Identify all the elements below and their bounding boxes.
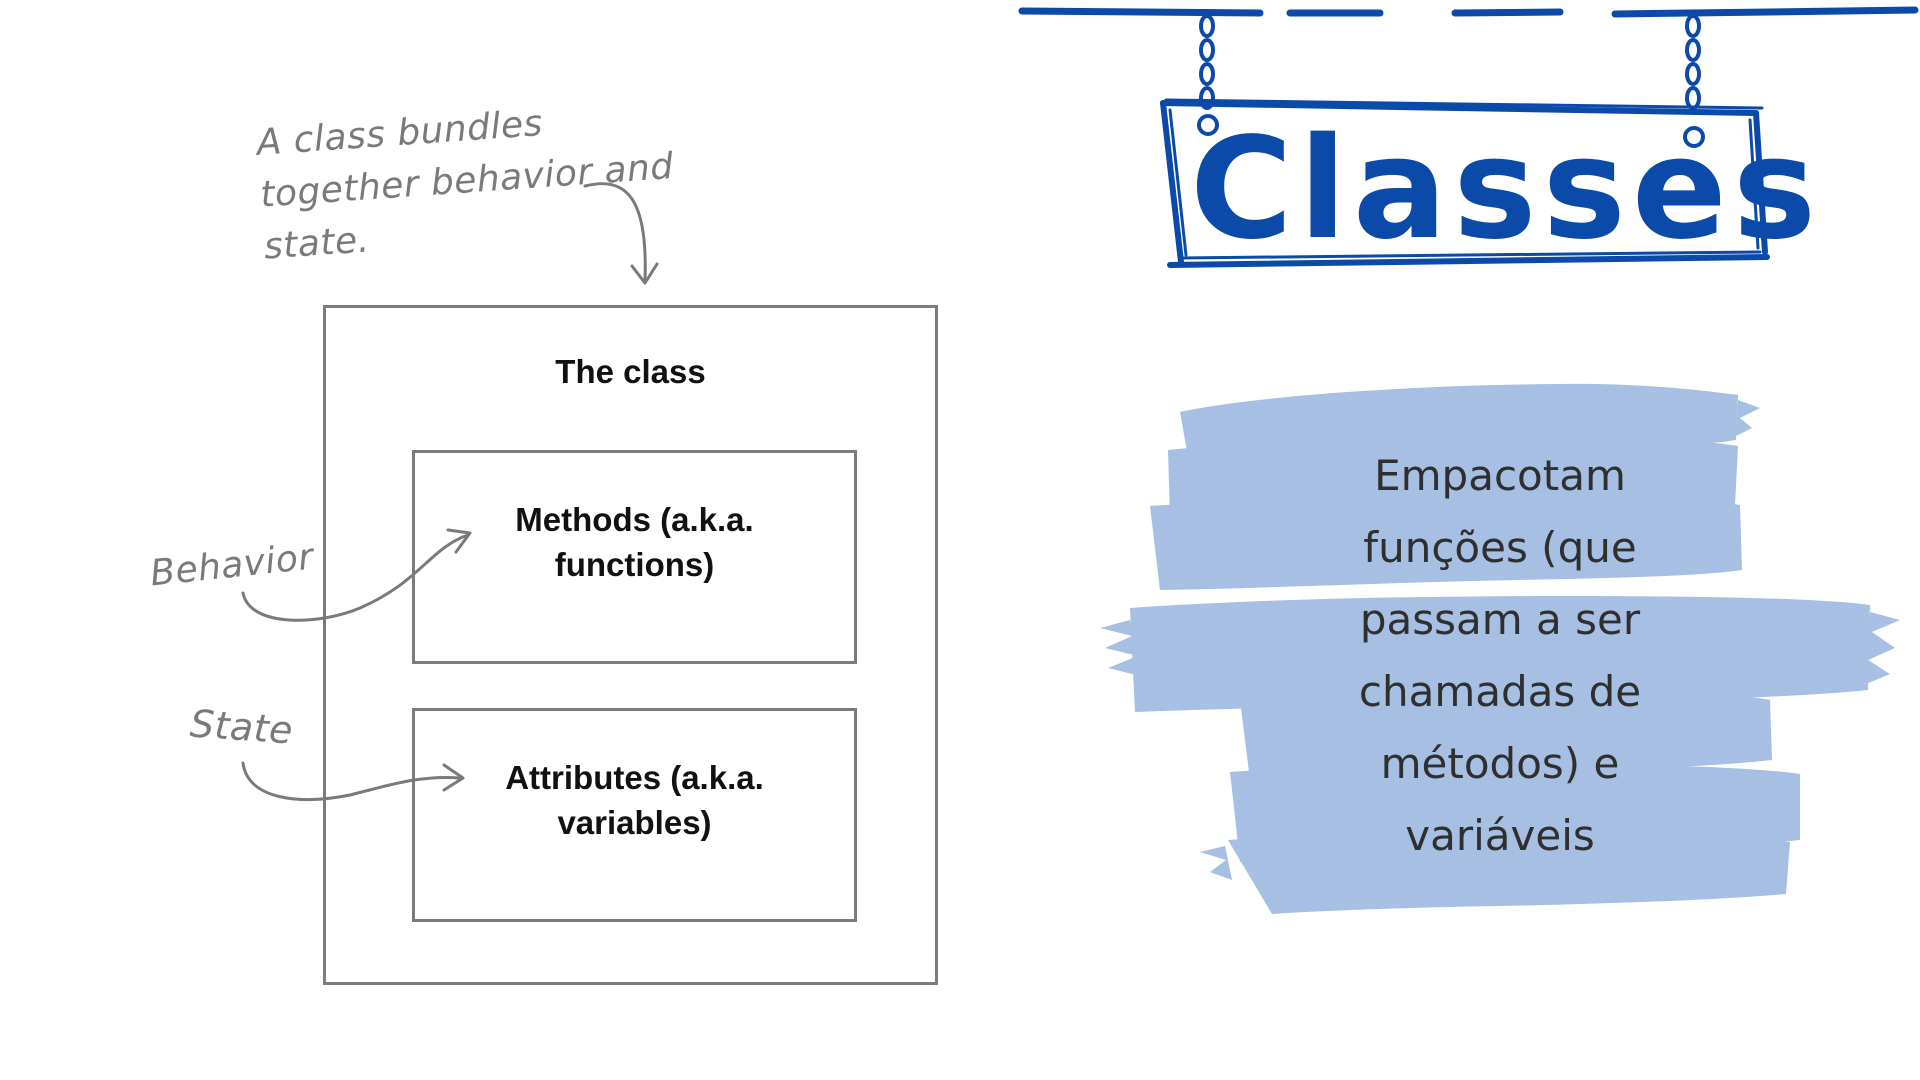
attributes-box: Attributes (a.k.a. variables) <box>412 708 857 922</box>
chain-left <box>1197 14 1219 136</box>
methods-box: Methods (a.k.a. functions) <box>412 450 857 664</box>
arrowhead-behavior <box>446 528 472 554</box>
title-rule-4 <box>1611 6 1919 18</box>
arrow-behavior <box>241 533 470 622</box>
sign-title: Classes <box>1190 108 1823 271</box>
arrowhead-class-box <box>630 262 659 285</box>
arrowhead-state <box>442 763 465 792</box>
sign-frame <box>1160 98 1770 268</box>
class-box-title: The class <box>555 353 706 390</box>
arrow-to-class-box <box>583 182 647 282</box>
brush-background <box>1100 383 1900 914</box>
title-rule-3 <box>1451 8 1564 17</box>
attributes-box-label: Attributes (a.k.a. variables) <box>505 759 764 841</box>
description-text: Empacotam funções (que passam a ser cham… <box>1358 451 1642 860</box>
methods-box-label: Methods (a.k.a. functions) <box>515 501 754 583</box>
title-rule-1 <box>1018 7 1264 17</box>
class-box: The class Methods (a.k.a. functions) Att… <box>323 305 938 985</box>
arrow-state <box>241 761 462 801</box>
